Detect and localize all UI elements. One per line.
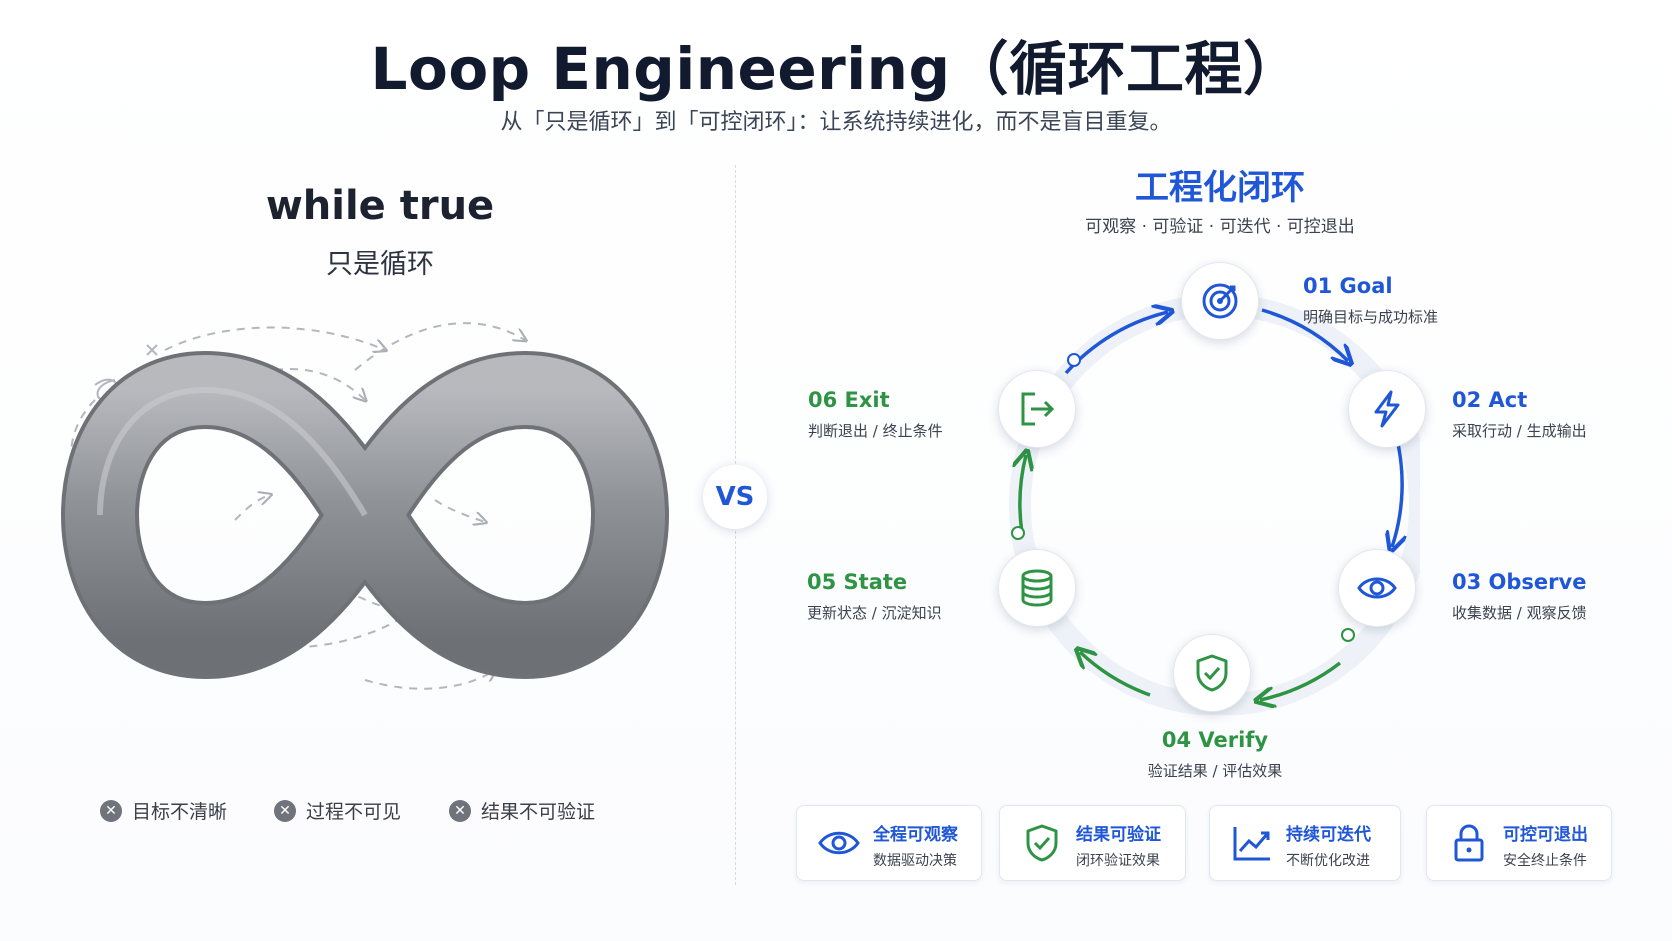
page-subtitle: 从「只是循环」到「可控闭环」：让系统持续进化，而不是盲目重复。 — [500, 110, 1172, 135]
step-name: 01 Goal — [1303, 274, 1393, 298]
trend-chart-icon — [1233, 827, 1270, 861]
shield-check-icon — [1196, 654, 1228, 692]
issue-item: ✕过程不可见 — [274, 797, 401, 824]
chaos-arrow — [164, 326, 385, 351]
node-verify — [1173, 634, 1251, 712]
infinity-loop-illustration — [61, 322, 669, 690]
feature-title: 全程可观察 — [873, 825, 958, 845]
step-desc: 更新状态 / 沉淀知识 — [807, 604, 942, 622]
exit-icon — [1021, 392, 1055, 426]
left-panel-subtitle: 只是循环 — [326, 249, 434, 280]
cross-mark — [146, 344, 158, 356]
feature-desc: 不断优化改进 — [1286, 853, 1370, 869]
step-desc: 采取行动 / 生成输出 — [1452, 422, 1587, 440]
left-panel-title: while true — [265, 183, 495, 229]
chaos-arrow — [434, 499, 485, 522]
feature-card-iterable: 持续可迭代 不断优化改进 — [1209, 805, 1401, 881]
arrow-observe-to-verify — [1260, 661, 1342, 700]
issue-item: ✕结果不可验证 — [449, 797, 595, 824]
shield-check-icon — [1026, 824, 1058, 862]
issue-item: ✕目标不清晰 — [100, 797, 227, 824]
arrow-act-to-observe — [1392, 434, 1402, 547]
right-panel-title: 工程化闭环 — [1135, 168, 1305, 208]
ring-dot — [1067, 353, 1081, 367]
x-circle-icon: ✕ — [100, 799, 122, 822]
step-name: 05 State — [807, 570, 908, 594]
node-act — [1348, 370, 1426, 448]
node-observe — [1338, 549, 1416, 627]
step-goal-label: 01 Goal 明确目标与成功标准 — [1303, 274, 1438, 327]
step-desc: 验证结果 / 评估效果 — [1147, 762, 1283, 780]
eye-icon — [818, 831, 860, 855]
step-name: 06 Exit — [808, 388, 890, 412]
step-state-label: 05 State 更新状态 / 沉淀知识 — [807, 570, 942, 623]
step-desc: 收集数据 / 观察反馈 — [1452, 604, 1587, 622]
x-circle-icon: ✕ — [274, 799, 296, 822]
vs-badge: VS — [703, 465, 767, 529]
x-circle-icon: ✕ — [449, 799, 471, 822]
step-name: 04 Verify — [1161, 728, 1269, 752]
node-state — [998, 549, 1076, 627]
chaos-arrow — [234, 495, 270, 521]
right-panel-subtitle: 可观察 · 可验证 · 可迭代 · 可控退出 — [1085, 217, 1355, 237]
eye-icon — [1357, 577, 1397, 599]
feature-desc: 安全终止条件 — [1503, 853, 1587, 869]
feature-title: 持续可迭代 — [1286, 825, 1371, 845]
feature-title: 结果可验证 — [1076, 825, 1161, 845]
feature-desc: 数据驱动决策 — [873, 853, 957, 869]
node-goal — [1181, 262, 1259, 340]
step-exit-label: 06 Exit 判断退出 / 终止条件 — [808, 388, 943, 441]
step-name: 02 Act — [1452, 388, 1528, 412]
infinity-highlight — [97, 386, 368, 517]
feature-card-exitable: 可控可退出 安全终止条件 — [1426, 805, 1612, 881]
feature-card-verifiable: 结果可验证 闭环验证效果 — [999, 805, 1186, 881]
step-act-label: 02 Act 采取行动 / 生成输出 — [1452, 388, 1587, 441]
ring-dot — [1341, 628, 1355, 642]
feature-title: 可控可退出 — [1503, 825, 1588, 845]
step-name: 03 Observe — [1452, 570, 1587, 594]
lock-icon — [1454, 824, 1484, 862]
database-icon — [1021, 569, 1053, 607]
node-exit — [998, 370, 1076, 448]
step-desc: 判断退出 / 终止条件 — [808, 422, 943, 440]
lightning-icon — [1374, 390, 1400, 428]
arrow-verify-to-state — [1080, 652, 1151, 697]
arrow-goal-to-act — [1261, 308, 1348, 361]
page-title: Loop Engineering（循环工程） — [370, 35, 1302, 103]
chaos-arrow — [364, 670, 495, 690]
step-observe-label: 03 Observe 收集数据 / 观察反馈 — [1452, 570, 1587, 623]
ring-dot — [1011, 526, 1025, 540]
feature-desc: 闭环验证效果 — [1076, 853, 1160, 869]
target-icon — [1202, 283, 1238, 319]
step-verify-label: 04 Verify 验证结果 / 评估效果 — [1120, 728, 1310, 781]
feature-card-observable: 全程可观察 数据驱动决策 — [796, 805, 982, 881]
step-desc: 明确目标与成功标准 — [1303, 308, 1439, 326]
